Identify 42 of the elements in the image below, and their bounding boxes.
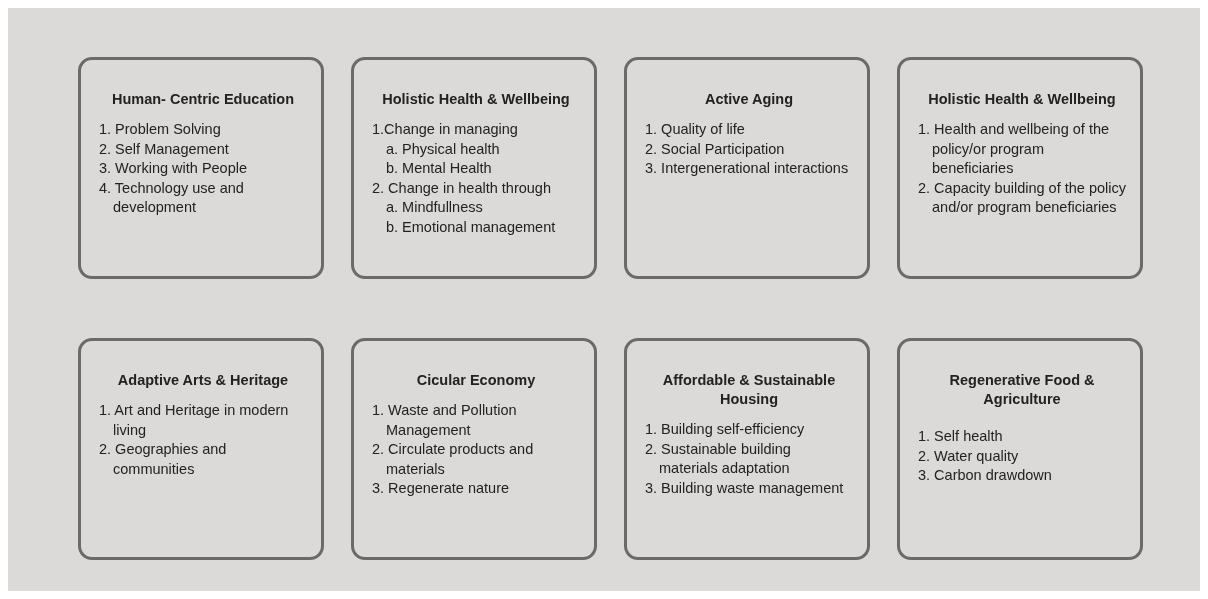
list-item: 3. Intergenerational interactions [645, 159, 850, 178]
card-heading: Active Aging [703, 90, 795, 109]
list-item: a. Physical health [385, 139, 501, 159]
card-heading: Holistic Health & Wellbeing [381, 90, 571, 109]
list-item: 2. Circulate products and materials [372, 440, 535, 479]
card-heading: Regenerative Food & Agriculture [948, 371, 1096, 409]
list-item: 3. Building waste management [645, 478, 845, 498]
list-item: 1.Change in managing [372, 120, 519, 139]
list-item: 1. Art and Heritage in modern living [99, 401, 290, 440]
card-heading: Holistic Health & Wellbeing [927, 90, 1117, 109]
list-item: 3. Regenerate nature [372, 479, 511, 498]
category-card [897, 338, 1143, 560]
list-item: 2. Water quality [918, 446, 1020, 466]
category-card [624, 338, 870, 560]
list-item: 1. Health and wellbeing of the policy/or program beneficiaries [918, 120, 1111, 178]
list-item: 1. Quality of life [645, 120, 746, 139]
card-heading: Affordable & Sustainable Housing [661, 371, 837, 409]
category-card [78, 338, 324, 560]
category-card [78, 57, 324, 279]
category-card [897, 57, 1143, 279]
list-item: 3. Carbon drawdown [918, 466, 1053, 485]
list-item: b. Emotional management [385, 217, 557, 237]
list-item: 1. Building self-efficiency [645, 420, 806, 439]
list-item: 1. Waste and Pollution Management [372, 401, 518, 440]
list-item: 3. Working with People [99, 159, 249, 178]
list-item: 1. Problem Solving [99, 120, 222, 139]
category-card [624, 57, 870, 279]
list-item: 2. Capacity building of the policy and/or program beneficiaries [918, 178, 1126, 217]
list-item: b. Mental Health [385, 159, 493, 178]
category-card [351, 57, 597, 279]
list-item: a. Mindfullness [385, 198, 484, 217]
list-item: 2. Sustainable building materials adaptation [645, 439, 792, 478]
category-card [351, 338, 597, 560]
list-item: 2. Self Management [99, 139, 230, 159]
list-item: 2. Geographies and communities [99, 440, 228, 479]
list-item: 4. Technology use and development [99, 178, 245, 217]
list-item: 2. Change in health through [372, 178, 552, 198]
list-item: 1. Self health [918, 427, 1004, 446]
card-heading: Cicular Economy [415, 371, 537, 390]
card-heading: Adaptive Arts & Heritage [116, 371, 290, 390]
card-heading: Human- Centric Education [110, 90, 296, 109]
list-item: 2. Social Participation [645, 139, 786, 159]
